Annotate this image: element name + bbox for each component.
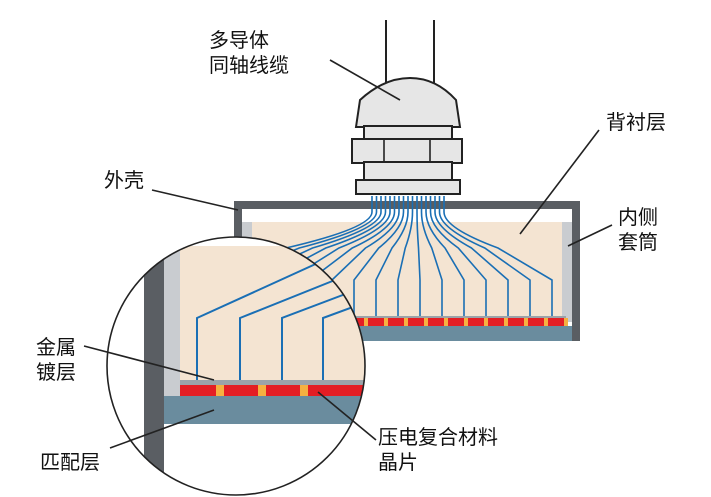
label-matching-layer: 匹配层	[40, 450, 100, 475]
piezo-gap	[524, 318, 528, 326]
signal-wire	[438, 196, 531, 316]
leader-lines	[83, 59, 613, 449]
signal-wire	[353, 196, 405, 316]
mag-piezo-gap	[300, 385, 308, 396]
label-backing-text: 背衬层	[606, 110, 666, 134]
label-housing: 外壳	[104, 168, 144, 193]
mag-piezo-gap	[216, 385, 224, 396]
gland-nut	[351, 138, 463, 164]
signal-wire	[309, 196, 396, 316]
mag-piezo-gap	[258, 385, 266, 396]
gland-thread	[355, 179, 461, 195]
signal-wire	[434, 196, 509, 316]
magnifier-outline	[106, 236, 366, 496]
signal-wire	[429, 196, 487, 316]
label-piezo-crystal: 压电复合材料 晶片	[378, 425, 498, 475]
leader-sleeve	[567, 224, 613, 247]
signal-wire	[420, 196, 443, 316]
signal-wire	[331, 196, 400, 316]
signal-wire	[375, 196, 409, 316]
piezo-gap	[384, 318, 388, 326]
signal-wire	[265, 196, 387, 316]
leader-housing	[151, 189, 239, 211]
label-piezo-line1: 压电复合材料	[378, 425, 498, 449]
label-plating-line1: 金属	[36, 335, 76, 359]
signal-wire	[243, 196, 382, 316]
label-cable-line1: 多导体	[209, 28, 269, 52]
label-inner-sleeve: 内侧 套筒	[618, 205, 658, 255]
signal-wire	[416, 196, 421, 316]
label-housing-text: 外壳	[104, 168, 144, 192]
piezo-gap	[504, 318, 508, 326]
mag-wire	[196, 261, 321, 380]
gland-neck	[363, 125, 453, 141]
mag-piezo-strip	[180, 385, 365, 396]
signal-wire	[443, 196, 553, 316]
signal-wire	[287, 196, 391, 316]
mag-plating	[180, 380, 365, 385]
signal-wire	[425, 196, 465, 316]
label-cable: 多导体 同轴线缆	[209, 28, 289, 78]
label-backing-layer: 背衬层	[606, 110, 666, 135]
leader-plating	[83, 345, 215, 381]
piezo-gap	[544, 318, 548, 326]
leader-piezo	[317, 391, 377, 441]
mag-wire	[281, 289, 357, 380]
signal-wires	[199, 196, 553, 316]
label-piezo-line2: 晶片	[378, 450, 418, 474]
label-sleeve-line1: 内侧	[618, 205, 658, 229]
leader-matching	[109, 409, 215, 449]
magnified-view	[106, 236, 366, 496]
mag-wire	[239, 277, 341, 380]
mag-matching-layer	[164, 396, 365, 424]
label-sleeve-line2: 套筒	[618, 230, 658, 254]
signal-wire	[221, 196, 378, 316]
mag-inner-sleeve	[164, 246, 180, 396]
signal-wire	[397, 196, 414, 316]
piezo-gap	[564, 318, 568, 326]
piezo-gap	[364, 318, 368, 326]
piezo-plating	[326, 316, 566, 318]
piezo-gap	[444, 318, 448, 326]
label-cable-line2: 同轴线缆	[209, 53, 289, 77]
leader-cable	[329, 59, 401, 101]
gland-dome	[354, 76, 462, 128]
gland-body	[363, 161, 453, 181]
label-matching-text: 匹配层	[40, 450, 100, 474]
label-metal-plating: 金属 镀层	[36, 335, 76, 385]
cable-gland-assembly	[351, 20, 463, 195]
piezo-gap	[404, 318, 408, 326]
leader-backing	[519, 129, 600, 235]
piezo-gap	[424, 318, 428, 326]
label-plating-line2: 镀层	[36, 360, 76, 384]
piezo-gap	[464, 318, 468, 326]
inner-sleeve-right	[562, 222, 572, 322]
piezo-gap	[484, 318, 488, 326]
